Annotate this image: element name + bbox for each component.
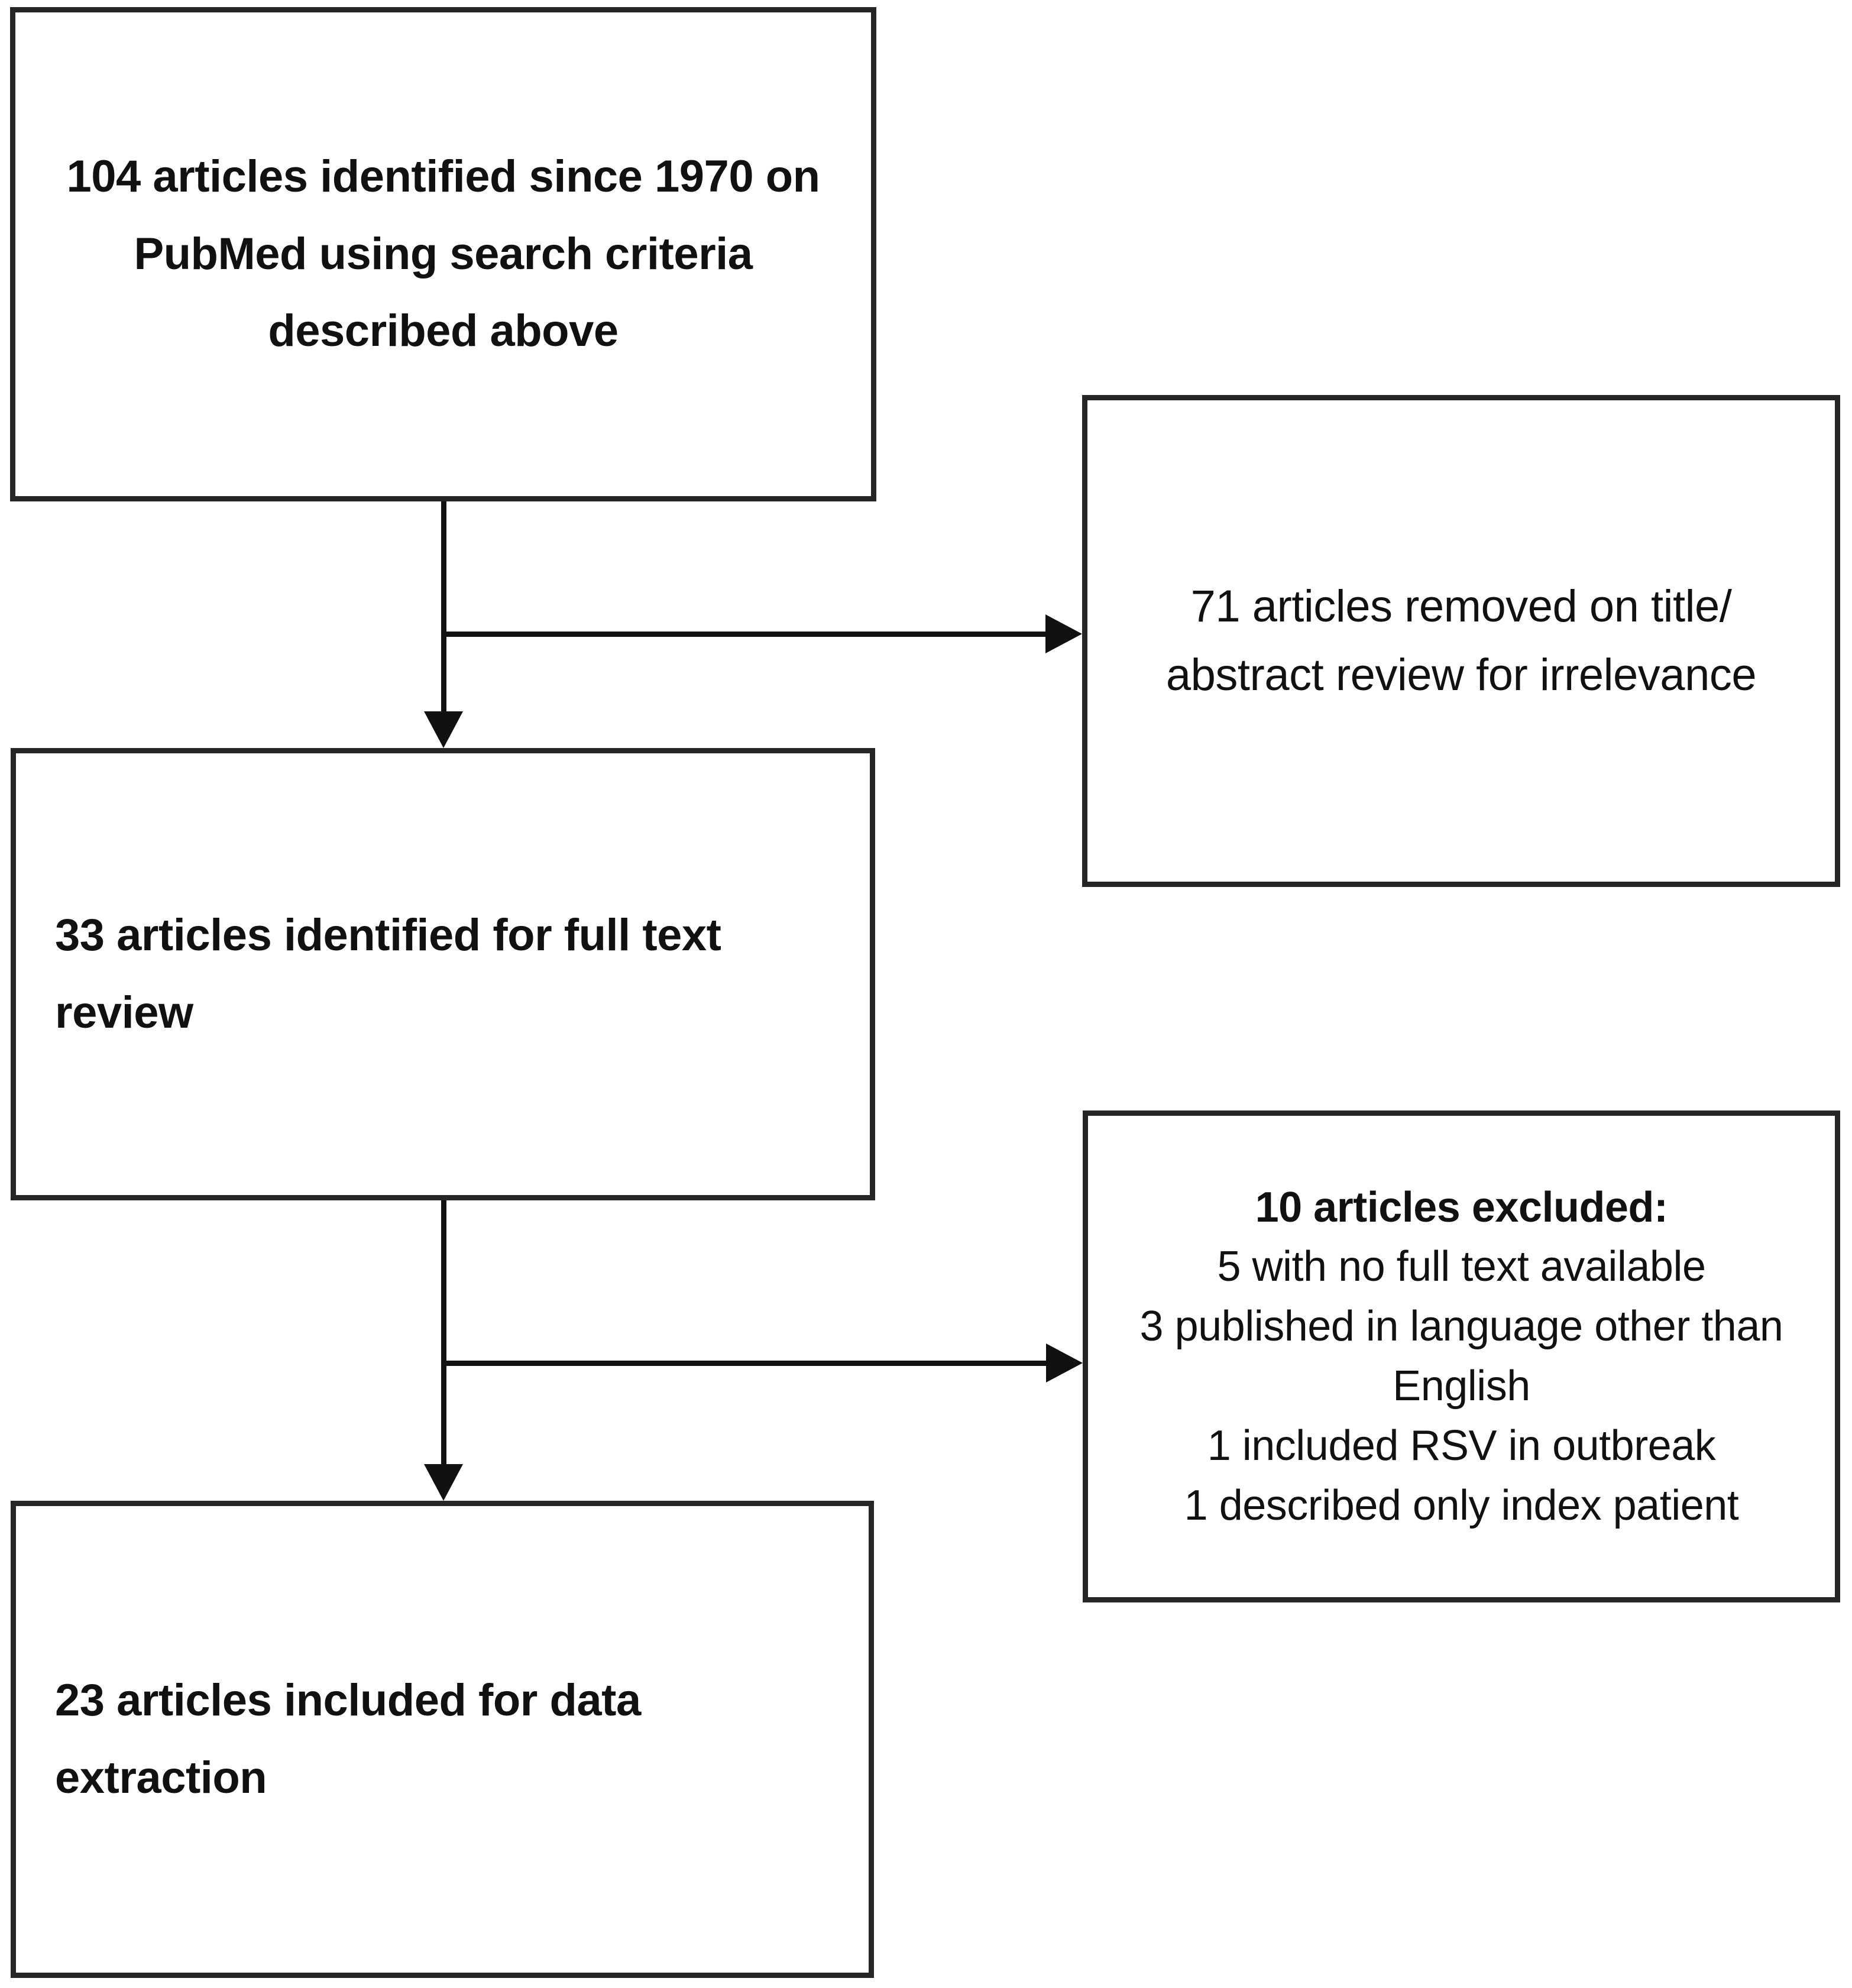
node-articles-identified: 104 articles identified since 1970 on Pu… <box>10 7 876 501</box>
arrow-down-to-included-icon <box>424 1464 463 1501</box>
node-articles-identified-label: 104 articles identified since 1970 on Pu… <box>66 151 833 357</box>
arrow-right-to-removed-icon <box>1045 614 1082 653</box>
node-articles-excluded-reason-1: 5 with no full text available <box>1217 1243 1706 1291</box>
node-articles-removed-label: 71 articles removed on title/ abstract r… <box>1165 581 1757 700</box>
node-articles-included-label: 23 articles included for data extraction <box>55 1675 653 1803</box>
node-articles-excluded-reason-3: 1 included RSV in outbreak <box>1207 1422 1716 1469</box>
connector-fulltext-to-included-line <box>441 1200 446 1483</box>
node-articles-excluded-header: 10 articles excluded: <box>1255 1183 1668 1231</box>
connector-identified-to-removed-line <box>441 632 1045 637</box>
node-articles-full-text-review-label: 33 articles identified for full text rev… <box>55 909 734 1038</box>
arrow-down-to-fulltext-icon <box>424 711 463 748</box>
connector-fulltext-to-excluded-line <box>441 1361 1046 1366</box>
arrow-right-to-excluded-icon <box>1046 1343 1083 1382</box>
node-articles-included: 23 articles included for data extraction <box>11 1501 874 1978</box>
node-articles-excluded: 10 articles excluded: 5 with no full tex… <box>1083 1110 1840 1602</box>
node-articles-excluded-reason-2: 3 published in language other than Engli… <box>1139 1303 1795 1410</box>
node-articles-removed: 71 articles removed on title/ abstract r… <box>1082 395 1840 887</box>
node-articles-excluded-reason-4: 1 described only index patient <box>1184 1481 1739 1529</box>
connector-identified-to-fulltext-line <box>441 501 446 713</box>
node-articles-full-text-review: 33 articles identified for full text rev… <box>11 748 875 1200</box>
